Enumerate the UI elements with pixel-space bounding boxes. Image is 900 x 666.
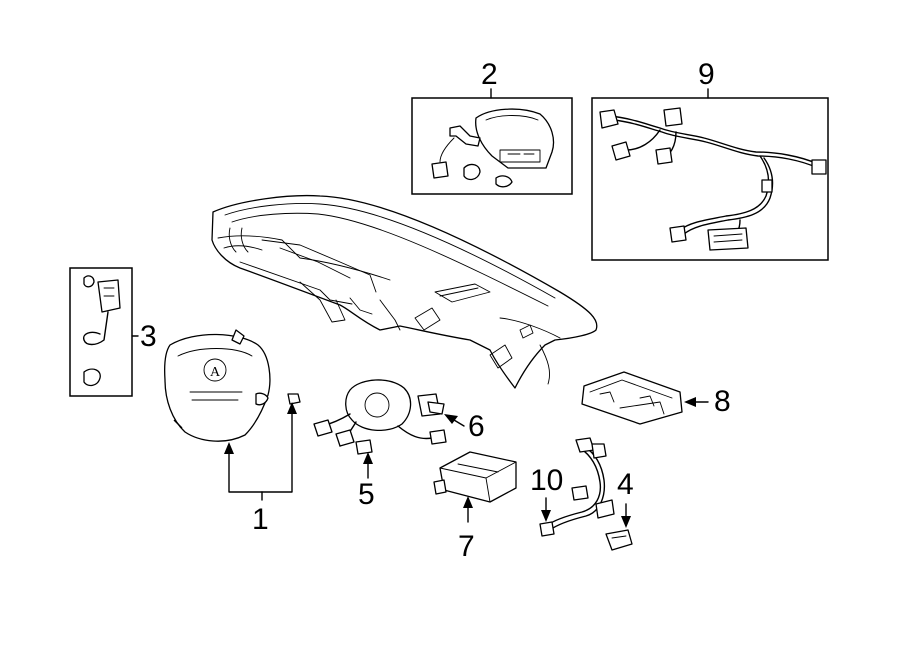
callout-8: 8 bbox=[714, 385, 731, 418]
callout-2: 2 bbox=[481, 58, 498, 91]
side-sensor-part bbox=[83, 275, 121, 387]
srs-control-unit bbox=[433, 451, 517, 503]
callout-6: 6 bbox=[468, 410, 485, 443]
sensor-box bbox=[69, 267, 133, 397]
sub-harness-10 bbox=[539, 437, 615, 537]
callout-5: 5 bbox=[358, 478, 375, 511]
steering-airbag-module: A bbox=[164, 329, 301, 442]
wire-harness bbox=[599, 107, 827, 251]
connector-4 bbox=[605, 529, 633, 551]
callout-7: 7 bbox=[458, 530, 475, 563]
mounting-bracket bbox=[581, 371, 683, 425]
callout-1: 1 bbox=[252, 503, 269, 536]
passenger-airbag-box bbox=[411, 97, 573, 195]
leader-4 bbox=[621, 503, 631, 528]
leader-5 bbox=[363, 452, 373, 479]
leader-7 bbox=[463, 496, 473, 523]
passenger-airbag-module bbox=[431, 108, 555, 188]
clock-spring bbox=[313, 379, 447, 455]
connector-6 bbox=[417, 393, 445, 417]
leader-10 bbox=[541, 497, 551, 522]
callout-3: 3 bbox=[140, 320, 157, 353]
dashboard-panel bbox=[211, 195, 598, 389]
steering-logo-text: A bbox=[210, 365, 221, 380]
callout-4: 4 bbox=[617, 468, 634, 501]
leader-8 bbox=[684, 397, 709, 407]
callout-9: 9 bbox=[698, 58, 715, 91]
leader-6 bbox=[444, 414, 465, 427]
callout-10: 10 bbox=[530, 464, 564, 497]
leader-1 bbox=[224, 402, 297, 501]
harness-box bbox=[591, 97, 829, 261]
